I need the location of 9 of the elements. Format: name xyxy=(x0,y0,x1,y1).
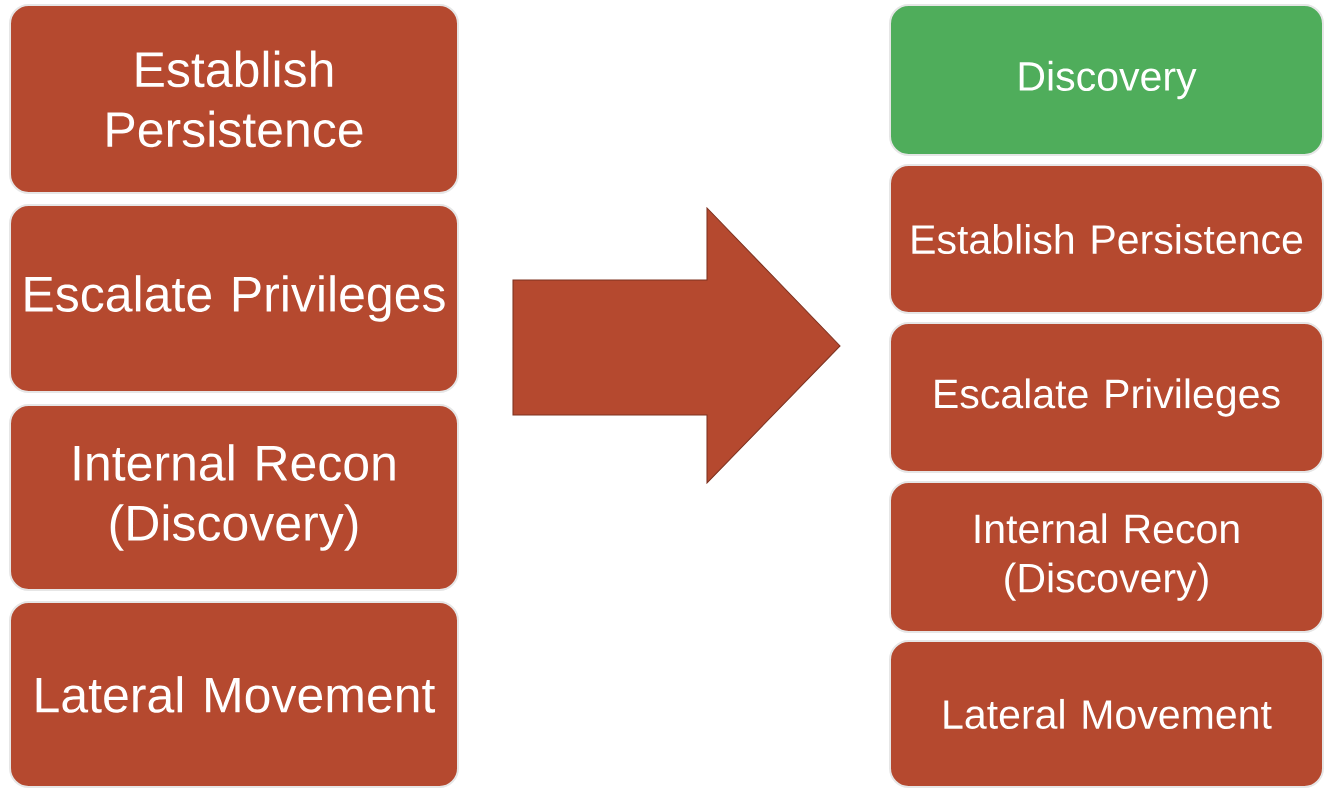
step-box: Escalate Privileges xyxy=(889,322,1324,473)
step-box: Internal Recon (Discovery) xyxy=(889,481,1324,633)
step-box: Establish Persistence xyxy=(889,164,1324,314)
step-box: Internal Recon (Discovery) xyxy=(9,404,459,591)
step-box: Escalate Privileges xyxy=(9,204,459,393)
step-box: Establish Persistence xyxy=(9,4,459,194)
step-box: Discovery xyxy=(889,4,1324,156)
step-box: Lateral Movement xyxy=(9,601,459,788)
step-box: Lateral Movement xyxy=(889,640,1324,788)
